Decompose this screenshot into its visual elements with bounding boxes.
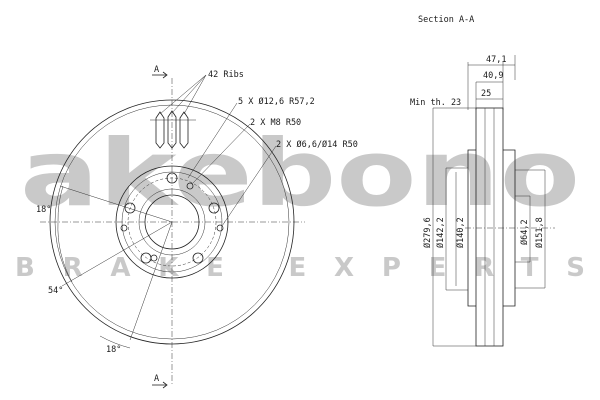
section-marker-bottom: A: [154, 374, 159, 384]
holes-a-label: 5 X Ø12,6 R57,2: [238, 96, 315, 107]
dim-thickness: 25: [481, 89, 491, 99]
locating-hole: [120, 224, 128, 232]
rotor-body: [475, 107, 504, 347]
watermark-brand: akebono: [20, 120, 580, 227]
dim-diameter-142: Ø142,2: [435, 217, 446, 248]
ribs-label: 42 Ribs: [208, 70, 244, 80]
dim-width-total: 47,1: [486, 55, 506, 65]
dim-outer-diameter: Ø279,6: [422, 217, 433, 248]
angle-label-2: 54°: [48, 286, 63, 296]
threaded-hole: [186, 182, 194, 190]
bolt-hole: [192, 252, 204, 264]
section-title: Section A-A: [418, 15, 474, 25]
center-bore: [144, 194, 200, 250]
rim-inner-edge: [54, 104, 290, 340]
bolt-hole: [166, 172, 178, 184]
min-thickness-label: Min th. 23: [410, 98, 461, 108]
hat-step-circle: [121, 171, 223, 273]
dim-diameter-64: Ø64,2: [519, 219, 530, 245]
section-marker-top: A: [154, 65, 159, 75]
small-holes: [120, 182, 224, 262]
threaded-hole: [150, 254, 158, 262]
rib: [167, 110, 177, 149]
dim-diameter-140: Ø140,2: [455, 217, 466, 248]
diameter-dimensions: Ø279,6 Ø142,2 Ø140,2 Ø64,2 Ø151,8: [422, 107, 546, 347]
outer-rim: [49, 99, 295, 345]
locating-hole: [216, 224, 224, 232]
angle-label-3: 18°: [106, 345, 121, 355]
holes-b-label: 2 X M8 R50: [250, 118, 301, 128]
rib: [155, 111, 165, 149]
section-view: Section A-A Min th. 23 47,1 40,9 25: [410, 15, 555, 347]
hat-outer-circle: [115, 165, 229, 279]
leaders: [159, 74, 277, 227]
center-bore-chamfer: [138, 188, 206, 256]
bolt-circle: [127, 177, 217, 267]
section-line-a-a: A A: [152, 65, 168, 389]
holes-c-label: 2 X Ø6,6/Ø14 R50: [276, 139, 358, 150]
front-view: A A 42 Ribs 5 X Ø12,6 R57,2 2 X M8 R50 2…: [36, 65, 358, 389]
dim-width-hub: 40,9: [483, 71, 503, 81]
ribs-detail: [150, 110, 196, 149]
watermark: akebono BRAKE EXPERTS: [15, 120, 585, 283]
section-profile: [465, 107, 555, 347]
bolt-hole: [124, 202, 136, 214]
angle-marks: [57, 185, 173, 349]
bolt-hole: [140, 252, 152, 264]
watermark-tagline: BRAKE EXPERTS: [15, 253, 585, 283]
dim-diameter-151: Ø151,8: [534, 217, 545, 248]
bolt-hole: [208, 202, 220, 214]
angle-label-1: 18°: [36, 205, 51, 215]
width-dimensions: 47,1 40,9 25: [467, 55, 516, 110]
rib: [179, 111, 189, 149]
